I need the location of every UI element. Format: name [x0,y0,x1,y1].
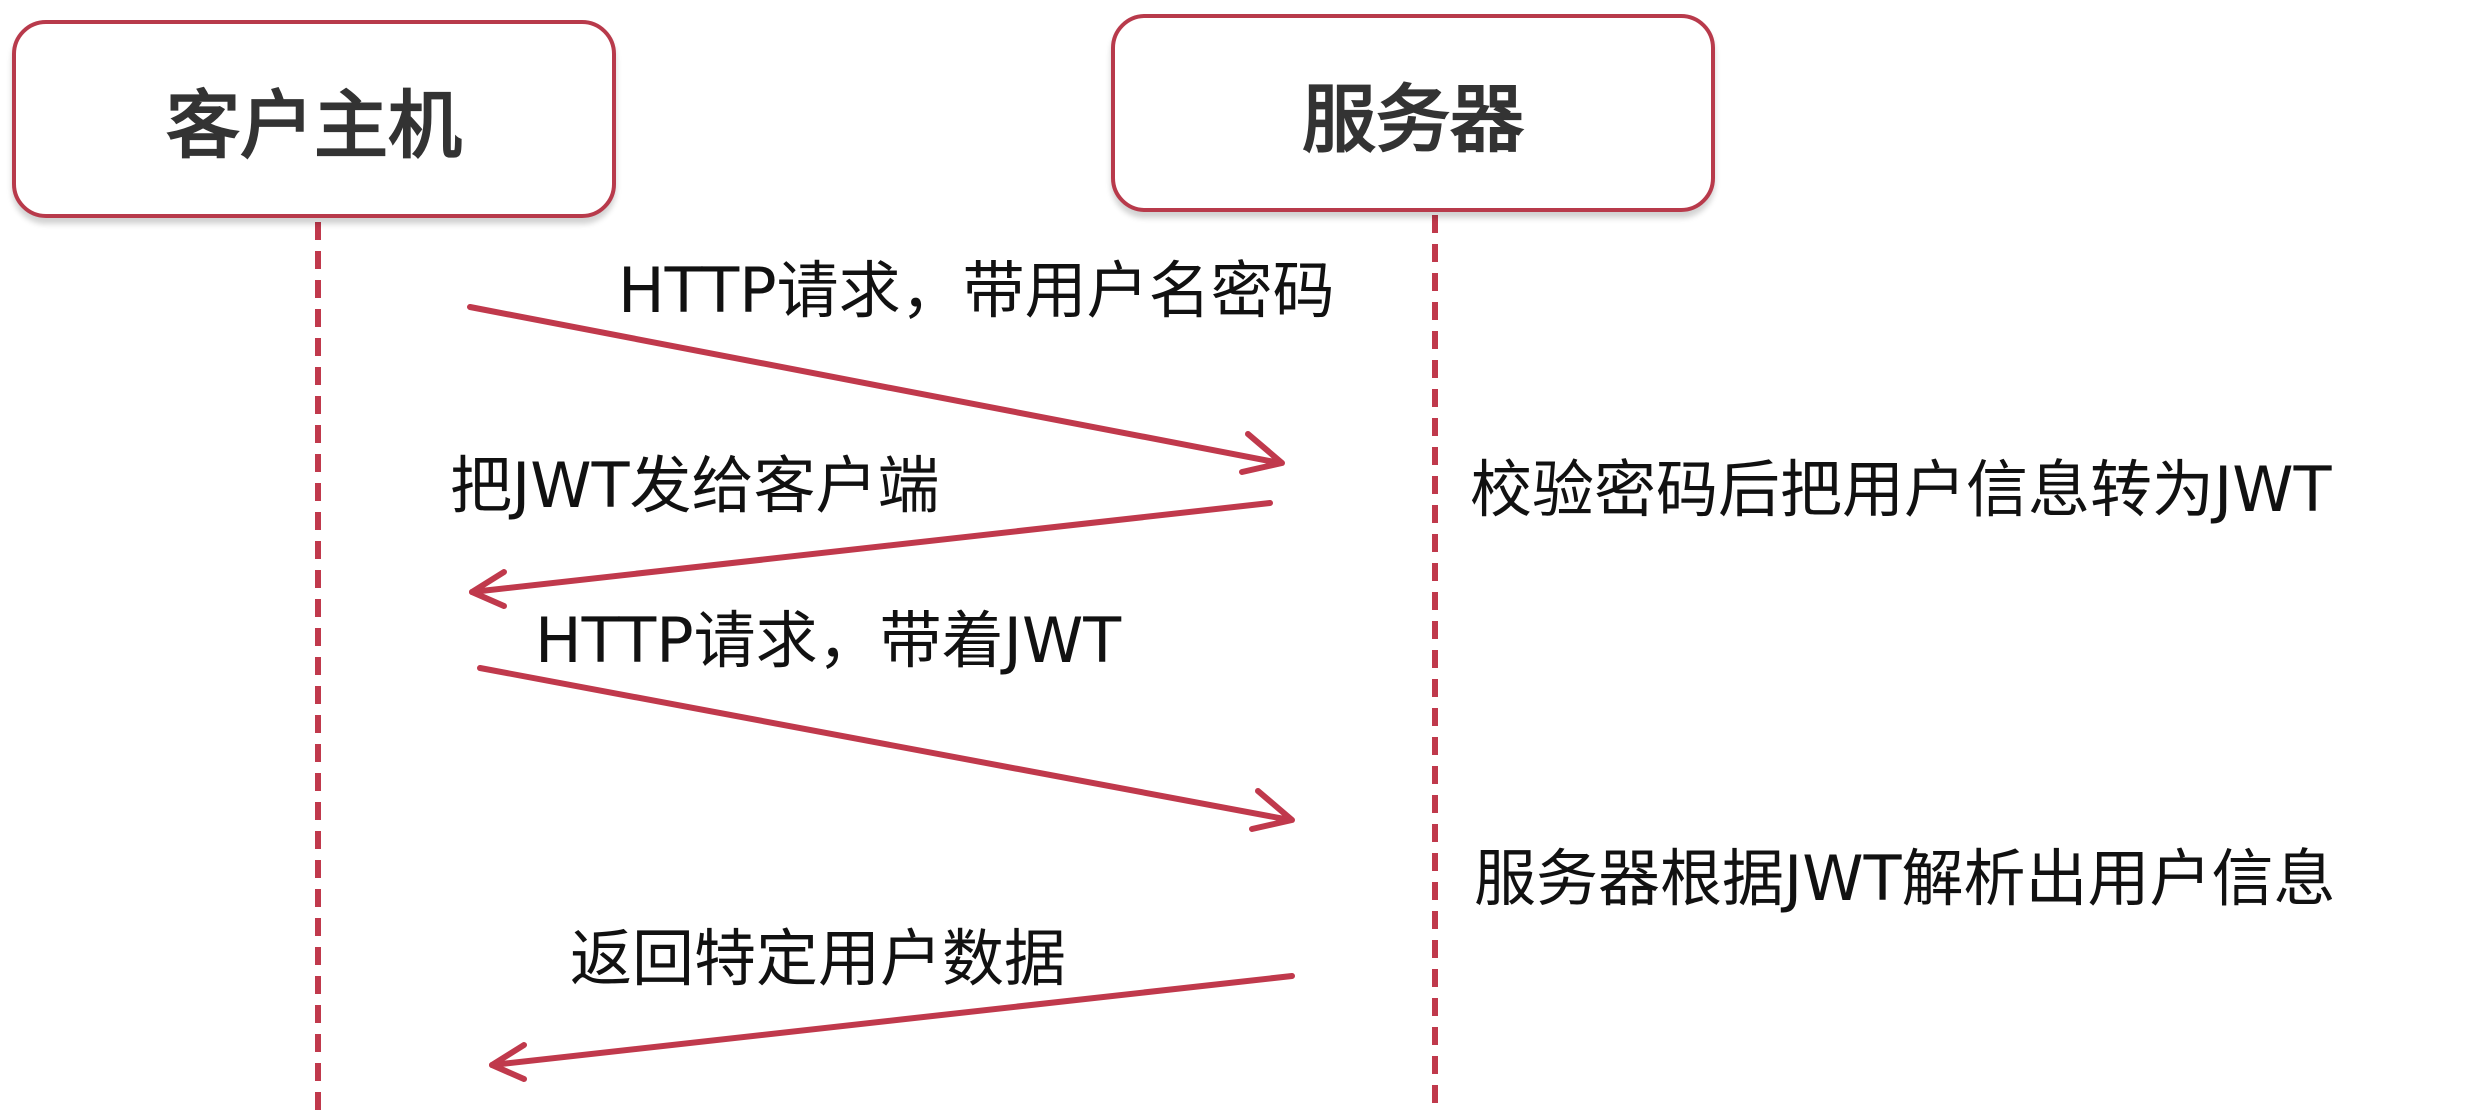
client-host-box: 客户主机 [12,20,616,218]
client-host-label: 客户主机 [166,82,462,169]
message-arrow-1 [467,304,1285,475]
arrowhead-left-icon [469,569,507,609]
arrowhead-left-icon [489,1042,527,1082]
message-arrow-4 [489,973,1295,1082]
arrowhead-right-icon [1249,788,1295,832]
server-note-1: 校验密码后把用户信息转为JWT [1470,453,2332,526]
message-label-1: HTTP请求，带用户名密码 [618,254,1335,327]
server-label: 服务器 [1302,76,1524,163]
message-arrow-3 [477,665,1295,832]
message-label-4: 返回特定用户数据 [570,922,1067,995]
message-label-2: 把JWT发给客户端 [450,449,940,522]
message-label-3: HTTP请求，带着JWT [535,604,1122,677]
arrowhead-right-icon [1239,431,1285,475]
message-arrow-2 [469,500,1273,609]
server-box: 服务器 [1111,14,1715,212]
server-note-2: 服务器根据JWT解析出用户信息 [1474,842,2336,915]
